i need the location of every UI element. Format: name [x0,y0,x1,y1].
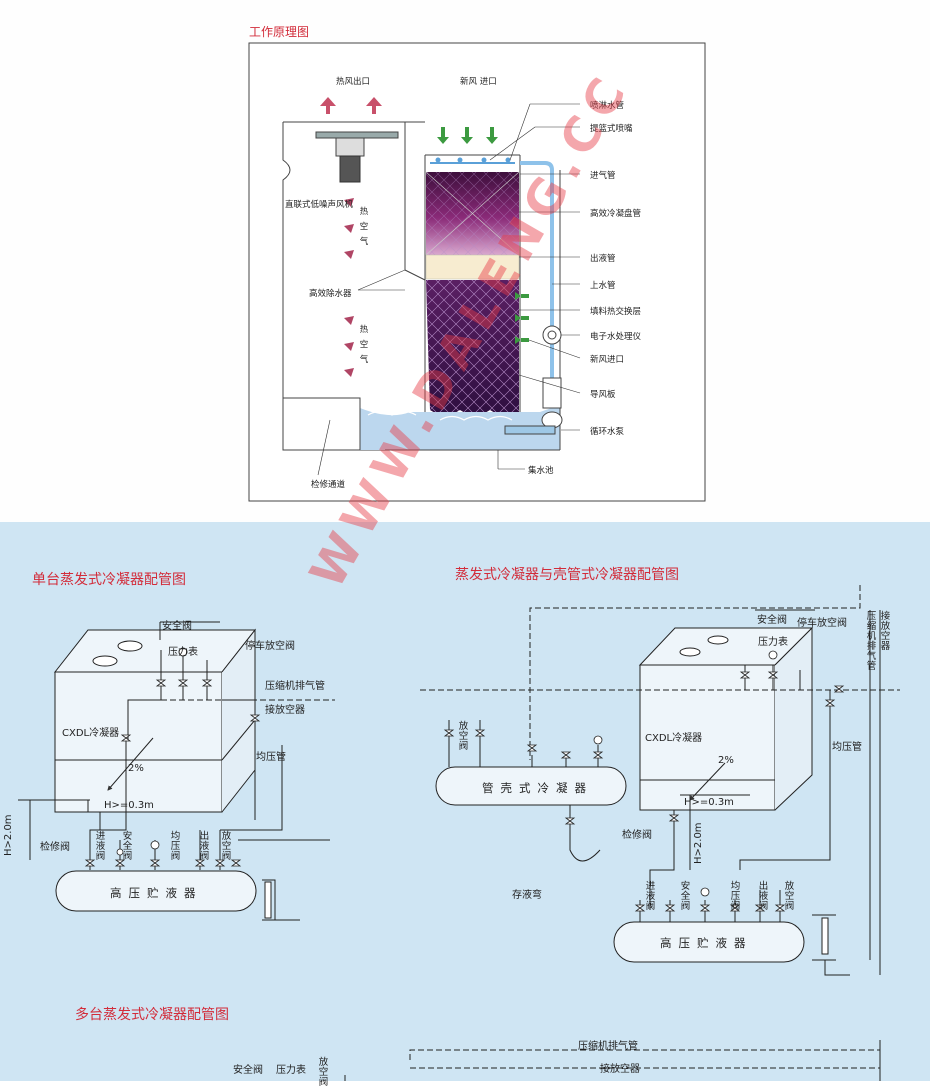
shell-height2-label: H>2.0m [693,822,704,864]
shell-condenser-label: CXDL冷凝器 [645,733,703,744]
shell-equalizer-label: 均压管 [832,742,862,753]
multi-diagram [344,1040,881,1081]
shell-discharge-label: 压缩机排气管 [866,611,877,672]
hot-air-label-1: 热空气 [359,207,369,247]
coil-label: 高效冷凝盘管 [590,209,642,219]
shell-purger-label: 接放空器 [880,611,891,652]
single-slope-label: 2% [128,763,144,774]
principle-diagram [248,42,706,502]
shell-stop-vent-label: 停车放空阀 [797,618,847,629]
shell-trap-label: 存液弯 [512,890,542,901]
multi-discharge-label: 压缩机排气管 [578,1041,638,1052]
hot-air-label-2: 热空气 [359,325,369,365]
single-height1-label: H>=0.3m [104,800,154,811]
shell-inlet-valve-label: 进液阀 [645,881,656,912]
single-receiver-label: 高压贮液器 [110,886,203,900]
single-service-valve-label: 检修阀 [40,842,70,853]
single-stop-vent-label: 停车放空阀 [245,641,295,652]
single-outlet-valve-label: 出液阀 [199,831,210,862]
single-drain-valve-label: 放空阀 [221,831,232,862]
water-treatment-label: 电子水处理仪 [590,332,642,342]
shell-service-valve-label: 检修阀 [622,830,652,841]
single-diagram [18,621,335,921]
nozzle-label: 提篮式喷嘴 [590,124,633,134]
single-purger-label: 接放空器 [265,705,305,716]
single-equal-valve-label: 均压阀 [170,831,181,862]
single-safety-valve-label: 安全阀 [162,621,192,632]
shell-receiver-label: 高压贮液器 [660,936,753,950]
multi-title: 多台蒸发式冷凝器配管图 [75,1007,229,1023]
baffle-label: 导风板 [590,390,616,400]
fan-label: 直联式低噪声风机 [285,200,354,210]
access-channel-label: 检修通道 [311,480,346,490]
single-equalizer-label: 均压管 [256,752,286,763]
multi-drain-label: 放空阀 [318,1057,329,1088]
single-height2-label: H>2.0m [3,814,14,856]
fill-layer-label: 填料热交换层 [590,307,642,317]
single-inlet-valve-label: 进液阀 [95,831,106,862]
single-valves [84,679,261,867]
makeup-water-label: 上水管 [590,281,616,291]
shell-safety-label: 安全阀 [680,881,691,912]
drift-eliminator-label: 高效除水器 [309,289,352,299]
single-discharge-label: 压缩机排气管 [265,681,325,692]
fresh-air-inlet-label: 新风 进口 [460,77,497,87]
shell-height1-label: H>=0.3m [684,797,734,808]
multi-pressure-gauge-label: 压力表 [276,1065,306,1076]
shell-tube-label: 管壳式冷凝器 [482,781,593,795]
shell-safety-valve-label: 安全阀 [757,615,787,626]
shell-drain-label: 放空阀 [458,721,469,752]
single-pressure-gauge-label: 压力表 [168,647,198,658]
shell-slope-label: 2% [718,755,734,766]
shell-equal-valve-label: 均压阀 [730,881,741,912]
single-safety-label: 安全阀 [122,831,133,862]
pump-label: 循环水泵 [590,427,625,437]
principle-title: 工作原理图 [249,25,310,39]
shell-valves [443,650,845,912]
shell-drain-valve-label: 放空阀 [784,881,795,912]
spray-pipe-label: 喷淋水管 [590,101,625,111]
hot-air-outlet-label: 热风出口 [336,77,371,87]
liquid-outlet-label: 出液管 [590,254,616,264]
fresh-air-label: 新风进口 [590,355,625,365]
shell-title: 蒸发式冷凝器与壳管式冷凝器配管图 [455,567,679,583]
basin-label: 集水池 [528,466,554,476]
multi-purger-label: 接放空器 [600,1064,640,1075]
shell-pressure-gauge-label: 压力表 [758,637,788,648]
shell-outlet-valve-label: 出液阀 [758,881,769,912]
single-title: 单台蒸发式冷凝器配管图 [32,572,186,588]
single-condenser-label: CXDL冷凝器 [62,728,120,739]
multi-safety-valve-label: 安全阀 [233,1065,263,1076]
inlet-gas-label: 进气管 [590,171,616,181]
